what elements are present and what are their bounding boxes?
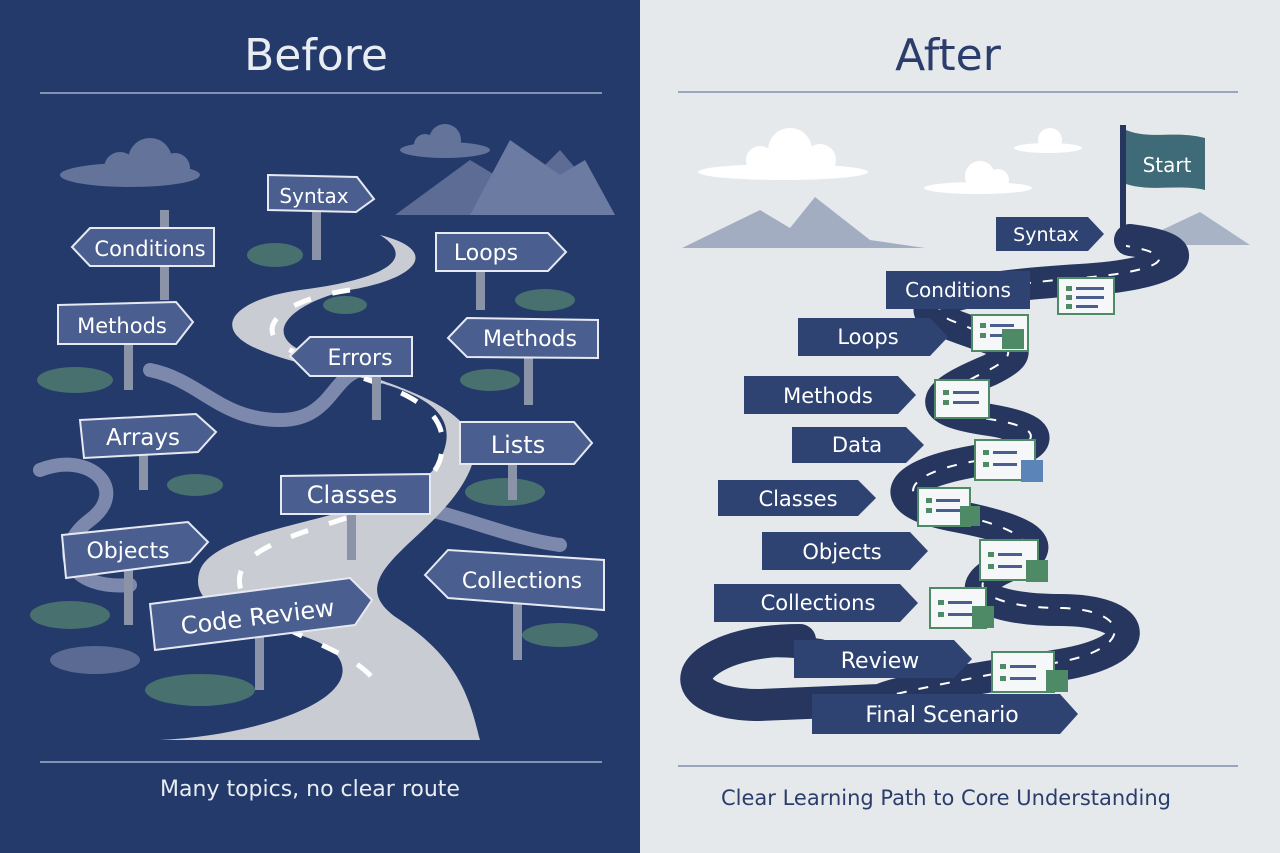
before-clouds bbox=[60, 124, 490, 187]
svg-text:Objects: Objects bbox=[86, 539, 169, 564]
svg-text:Methods: Methods bbox=[783, 384, 873, 408]
start-flag: Start bbox=[1120, 125, 1205, 253]
svg-text:Syntax: Syntax bbox=[1013, 224, 1079, 246]
svg-text:Classes: Classes bbox=[758, 487, 837, 511]
svg-text:Collections: Collections bbox=[462, 569, 582, 594]
after-clouds bbox=[698, 128, 1082, 194]
svg-text:Errors: Errors bbox=[327, 346, 392, 371]
sign-methods-right: Methods bbox=[446, 316, 599, 360]
sign-collections: Collections bbox=[423, 548, 605, 612]
before-bushes bbox=[30, 243, 598, 706]
sign-errors: Errors bbox=[288, 336, 413, 377]
before-title: Before bbox=[244, 30, 388, 81]
sign-conditions: Conditions bbox=[70, 227, 215, 267]
svg-text:Methods: Methods bbox=[483, 327, 577, 352]
sign-syntax: Syntax bbox=[267, 173, 376, 214]
step-conditions: Conditions bbox=[886, 271, 1030, 309]
svg-text:Conditions: Conditions bbox=[94, 237, 205, 261]
before-road-dashes bbox=[237, 287, 445, 692]
step-methods: Methods bbox=[744, 376, 916, 414]
svg-text:Final Scenario: Final Scenario bbox=[865, 703, 1018, 728]
sign-classes: Classes bbox=[280, 472, 431, 515]
before-mountains bbox=[395, 140, 615, 215]
after-caption: Clear Learning Path to Core Understandin… bbox=[721, 786, 1171, 810]
step-classes: Classes bbox=[718, 480, 876, 516]
svg-text:Classes: Classes bbox=[307, 481, 397, 509]
svg-text:Arrays: Arrays bbox=[106, 425, 180, 451]
step-data: Data bbox=[792, 427, 924, 463]
after-title: After bbox=[895, 30, 1002, 81]
step-review: Review bbox=[794, 640, 972, 678]
step-objects: Objects bbox=[762, 532, 928, 570]
svg-text:Methods: Methods bbox=[77, 314, 167, 338]
svg-text:Lists: Lists bbox=[491, 431, 545, 459]
svg-text:Loops: Loops bbox=[837, 325, 898, 349]
svg-text:Review: Review bbox=[841, 649, 920, 674]
step-syntax: Syntax bbox=[996, 217, 1104, 251]
svg-text:Data: Data bbox=[832, 433, 882, 457]
step-loops: Loops bbox=[798, 318, 948, 356]
svg-text:Loops: Loops bbox=[454, 241, 518, 266]
sign-objects: Objects bbox=[60, 520, 210, 580]
sign-lists: Lists bbox=[459, 421, 594, 465]
step-collections: Collections bbox=[714, 584, 918, 622]
svg-text:Start: Start bbox=[1143, 153, 1192, 177]
svg-text:Conditions: Conditions bbox=[905, 278, 1011, 302]
svg-text:Objects: Objects bbox=[802, 540, 881, 564]
svg-text:Collections: Collections bbox=[761, 591, 876, 615]
step-final-scenario: Final Scenario bbox=[812, 694, 1078, 734]
sign-loops: Loops bbox=[435, 232, 568, 272]
svg-text:Syntax: Syntax bbox=[279, 184, 348, 208]
before-caption: Many topics, no clear route bbox=[160, 777, 460, 802]
checklist-cards bbox=[917, 277, 1115, 693]
sign-arrays: Arrays bbox=[78, 412, 218, 460]
sign-methods-left: Methods bbox=[57, 300, 195, 345]
